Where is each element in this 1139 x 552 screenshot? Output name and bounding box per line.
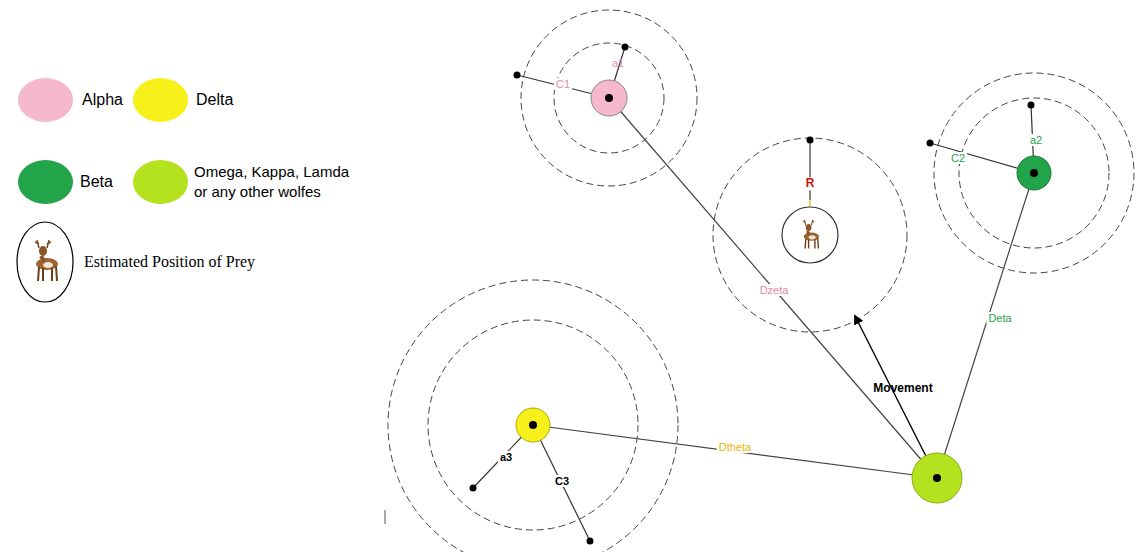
distance-label: Deta bbox=[986, 312, 1013, 324]
legend-swatch bbox=[133, 78, 188, 122]
legend-text: Estimated Position of Prey bbox=[84, 251, 255, 273]
radius-label: C1 bbox=[554, 78, 572, 90]
dashed-rings bbox=[388, 10, 1134, 552]
legend-swatch bbox=[18, 78, 73, 122]
beta-wolf bbox=[1017, 156, 1051, 190]
legend-text: Omega, Kappa, Lamda or any other wolfes bbox=[194, 162, 354, 203]
prey-ring bbox=[782, 207, 838, 263]
radius-label: C2 bbox=[949, 152, 967, 164]
radius-label: C3 bbox=[553, 475, 571, 487]
deer-icon bbox=[35, 240, 58, 281]
legend-text: Alpha bbox=[82, 89, 123, 111]
dots bbox=[470, 44, 1039, 545]
stray-mark bbox=[385, 510, 386, 524]
omega-wolf bbox=[912, 453, 962, 503]
legend-text: Beta bbox=[80, 171, 113, 193]
deer-icon bbox=[803, 220, 819, 249]
distance-label: Dtheta bbox=[717, 441, 753, 453]
movement-arrow bbox=[855, 316, 937, 478]
radius-label: a3 bbox=[498, 451, 514, 463]
alpha-wolf bbox=[591, 80, 627, 116]
radius-lines bbox=[473, 47, 1034, 541]
radius-label: R bbox=[804, 177, 817, 190]
prey-legend-ring bbox=[17, 222, 73, 302]
legend-swatch bbox=[133, 160, 188, 204]
radius-label: a1 bbox=[610, 57, 626, 69]
distance-label: Dzeta bbox=[758, 284, 791, 296]
delta-wolf bbox=[516, 408, 550, 442]
radius-label: a2 bbox=[1028, 134, 1044, 146]
legend-text: Delta bbox=[196, 89, 233, 111]
movement-label: Movement bbox=[871, 382, 934, 395]
legend-swatch bbox=[18, 160, 73, 204]
distance-lines bbox=[533, 98, 1034, 478]
